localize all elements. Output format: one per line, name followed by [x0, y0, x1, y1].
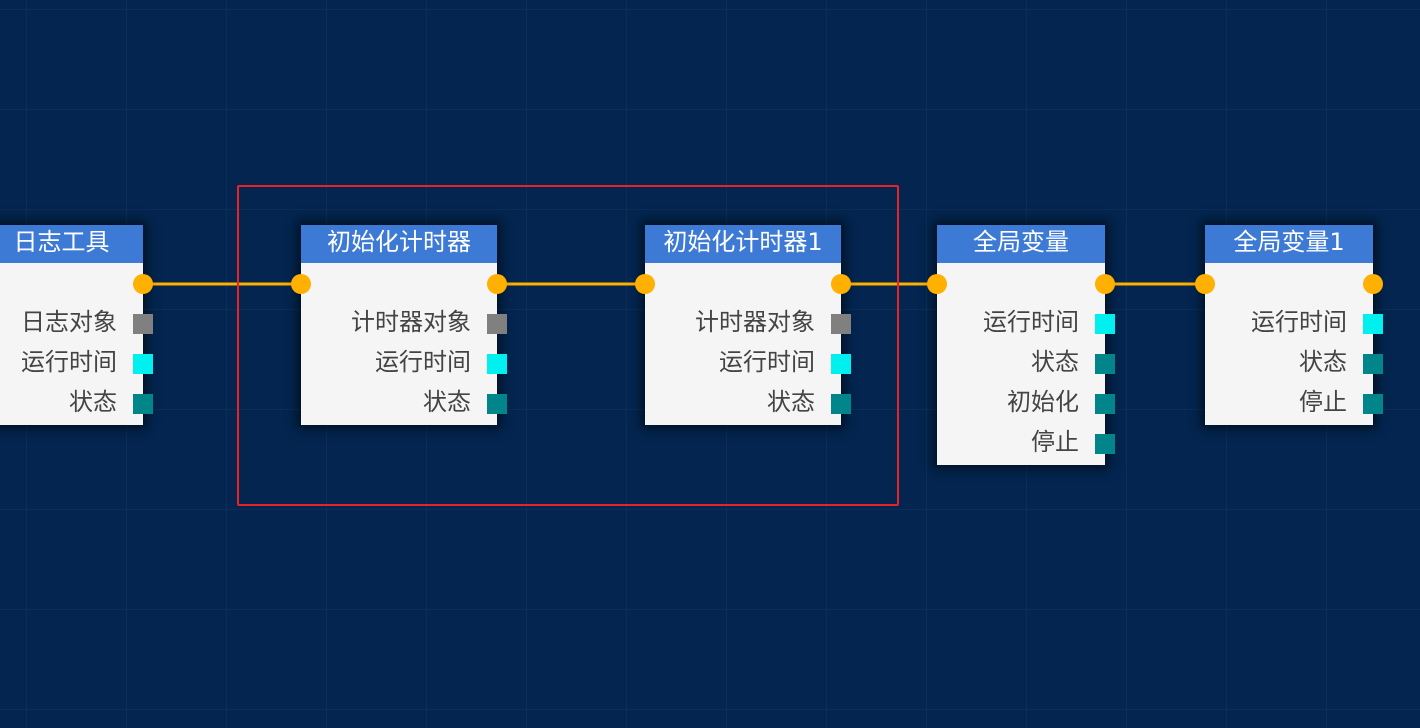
output-label: 状态 — [423, 388, 471, 416]
flow-output-port[interactable] — [831, 274, 851, 294]
output-label: 运行时间 — [719, 348, 815, 376]
output-label: 停止 — [1299, 388, 1347, 416]
output-port-time[interactable] — [1363, 314, 1383, 334]
output-port-object[interactable] — [133, 314, 153, 334]
flow-output-port[interactable] — [1095, 274, 1115, 294]
output-label: 运行时间 — [1251, 308, 1347, 336]
output-port-status[interactable] — [1363, 354, 1383, 374]
output-port-status[interactable] — [133, 394, 153, 414]
output-label: 初始化 — [1007, 388, 1079, 416]
output-label: 状态 — [767, 388, 815, 416]
output-port-object[interactable] — [487, 314, 507, 334]
output-label: 运行时间 — [983, 308, 1079, 336]
node-timer1[interactable]: 初始化计时器计时器对象运行时间状态 — [291, 225, 507, 425]
node-globalvar1[interactable]: 全局变量运行时间状态初始化停止 — [927, 225, 1115, 465]
node-log[interactable]: 日志工具日志对象运行时间状态 — [0, 225, 153, 425]
flow-input-port[interactable] — [635, 274, 655, 294]
node-title[interactable]: 全局变量 — [937, 225, 1105, 263]
flow-output-port[interactable] — [133, 274, 153, 294]
output-port-time[interactable] — [831, 354, 851, 374]
selection-rectangle — [237, 185, 899, 506]
output-label: 日志对象 — [21, 308, 117, 336]
output-label: 计时器对象 — [695, 308, 815, 336]
output-port-status[interactable] — [1095, 394, 1115, 414]
node-timer2[interactable]: 初始化计时器1 计时器对象运行时间状态 — [635, 225, 851, 425]
output-port-status[interactable] — [1095, 434, 1115, 454]
flow-output-port[interactable] — [487, 274, 507, 294]
node-globalvar2[interactable]: 全局变量1 运行时间状态停止 — [1195, 225, 1383, 425]
output-port-status[interactable] — [1095, 354, 1115, 374]
node-title[interactable]: 日志工具 — [0, 225, 143, 263]
node-title[interactable]: 初始化计时器1 — [645, 225, 841, 263]
flow-output-port[interactable] — [1363, 274, 1383, 294]
output-port-status[interactable] — [831, 394, 851, 414]
output-label: 停止 — [1031, 428, 1079, 456]
node-title[interactable]: 全局变量1 — [1205, 225, 1373, 263]
output-port-object[interactable] — [831, 314, 851, 334]
output-label: 计时器对象 — [351, 308, 471, 336]
output-label: 运行时间 — [375, 348, 471, 376]
flow-input-port[interactable] — [1195, 274, 1215, 294]
output-port-time[interactable] — [1095, 314, 1115, 334]
output-label: 状态 — [69, 388, 117, 416]
output-label: 运行时间 — [21, 348, 117, 376]
output-port-status[interactable] — [1363, 394, 1383, 414]
output-port-time[interactable] — [133, 354, 153, 374]
output-label: 状态 — [1031, 348, 1079, 376]
flow-input-port[interactable] — [927, 274, 947, 294]
output-port-status[interactable] — [487, 394, 507, 414]
node-title[interactable]: 初始化计时器 — [301, 225, 497, 263]
output-port-time[interactable] — [487, 354, 507, 374]
output-label: 状态 — [1299, 348, 1347, 376]
flow-input-port[interactable] — [291, 274, 311, 294]
